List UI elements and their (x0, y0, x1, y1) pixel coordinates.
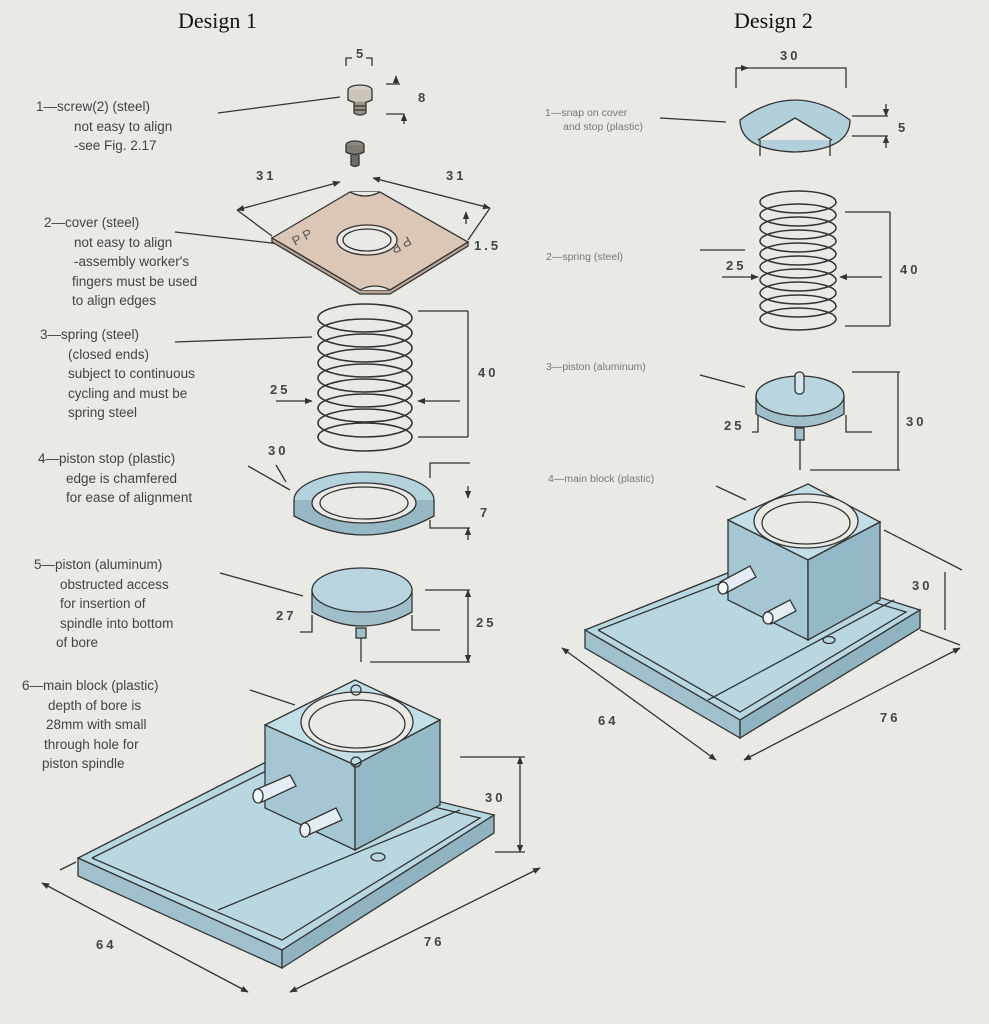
leader-d2-block (715, 485, 747, 501)
main-block-design-2 (583, 483, 922, 740)
dim-block-height: 30 (485, 790, 506, 805)
dim-piston-length: 25 (476, 615, 497, 630)
spring-design-2 (759, 190, 837, 331)
leader-screw (217, 96, 341, 114)
d2-dim-piston-length: 30 (906, 414, 927, 429)
cover-plate (270, 191, 470, 295)
part-label-cover: 2—cover (steel)not easy to align-assembl… (44, 215, 198, 308)
part-label-screw: 1—screw(2) (steel)not easy to align-see … (36, 99, 173, 153)
dim-cover-thickness: 1.5 (474, 238, 502, 253)
dim-cover-right: 31 (446, 168, 467, 183)
d2-dim-block-length: 76 (880, 710, 901, 725)
spring (317, 303, 413, 452)
leader-piston (219, 572, 304, 597)
snap-cover (739, 99, 851, 156)
leader-spring (174, 336, 313, 343)
d2-dim-cover-width: 30 (780, 48, 801, 63)
dim-block-width: 64 (96, 937, 117, 952)
d2-dim-piston-diameter: 25 (724, 418, 745, 433)
dim-stop-diameter: 30 (268, 443, 289, 458)
part-label-spring: 3—spring (steel)(closed ends)subject to … (40, 327, 195, 420)
leader-cover (174, 231, 281, 245)
design-2-title: Design 2 (734, 8, 813, 33)
part-label-piston-stop: 4—piston stop (plastic)edge is chamfered… (38, 451, 193, 505)
dim-cover-left: 31 (256, 168, 277, 183)
d2-dim-spring-diameter: 25 (726, 258, 747, 273)
leader-d2-cover (659, 117, 727, 123)
leader-d2-piston (699, 374, 746, 388)
piston (311, 567, 413, 662)
dim-piston-diameter: 27 (276, 608, 297, 623)
screw-top-part (347, 84, 373, 116)
d2-label-piston: 3—piston (aluminum) (546, 361, 646, 373)
screw-second-part (345, 140, 365, 168)
dim-screw-width: 5 (356, 46, 367, 61)
piston-design-2 (755, 371, 845, 470)
design-1-title: Design 1 (178, 8, 257, 33)
d2-dim-cover-height: 5 (898, 120, 909, 135)
d2-dim-block-height: 30 (912, 578, 933, 593)
leader-piston-stop (247, 465, 291, 491)
leader-main-block (249, 689, 296, 706)
d2-label-spring: 2—spring (steel) (546, 251, 624, 263)
dim-block-length: 76 (424, 934, 445, 949)
dim-stop-height: 7 (480, 505, 491, 520)
piston-stop (293, 471, 435, 536)
d2-label-main-block: 4—main block (plastic) (548, 473, 655, 485)
dim-spring-length: 40 (478, 365, 499, 380)
d2-dim-spring-length: 40 (900, 262, 921, 277)
dim-screw-height: 8 (418, 90, 429, 105)
d2-dim-block-width: 64 (598, 713, 619, 728)
dim-spring-diameter: 25 (270, 382, 291, 397)
